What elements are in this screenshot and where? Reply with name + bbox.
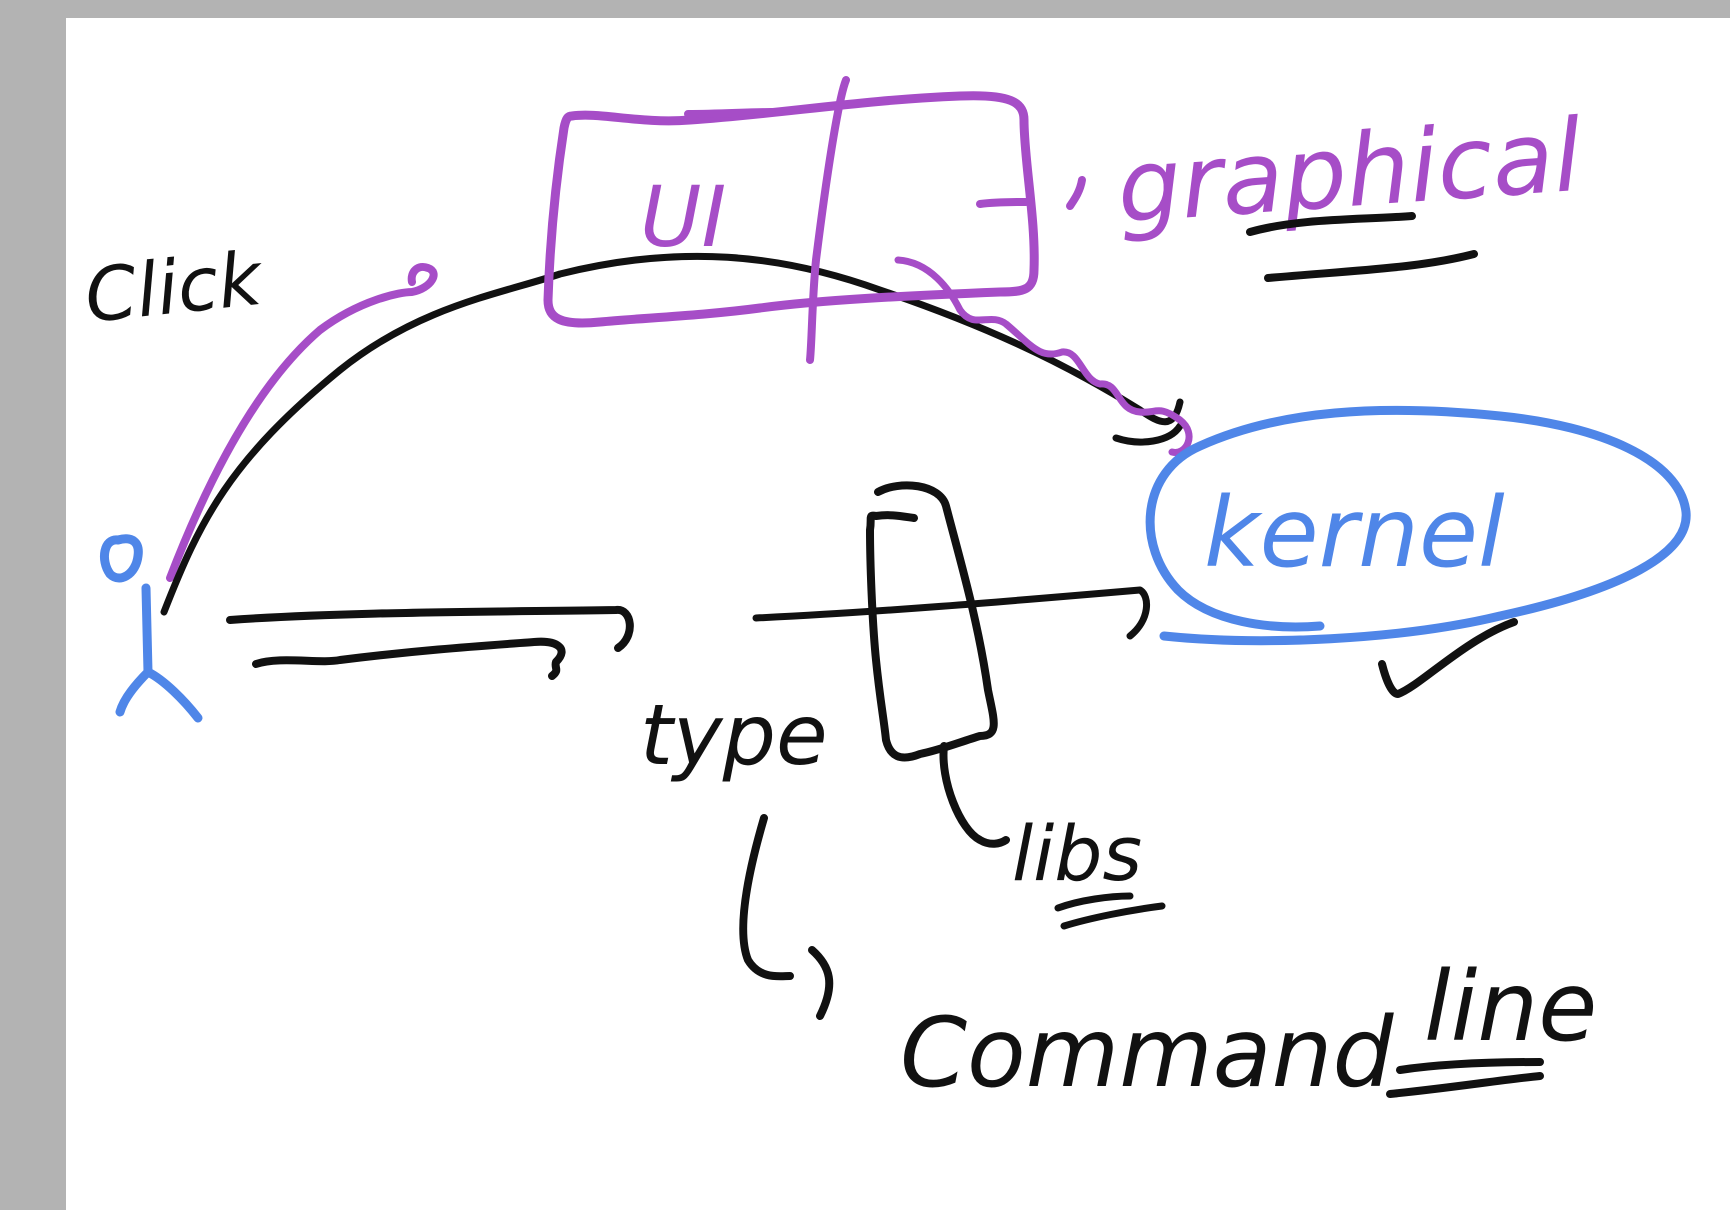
- type-arrow: [226, 586, 1151, 680]
- line-label: line: [1424, 951, 1597, 1063]
- libs-leader: [939, 742, 1010, 848]
- libs-cylinder: libs: [866, 481, 1166, 930]
- kernel-ellipse: kernel: [1145, 405, 1691, 646]
- ui-box: UI: [543, 76, 1039, 364]
- graphical-label: graphical: [1114, 97, 1586, 246]
- click-arc-to-kernel: [160, 252, 1184, 616]
- click-arc-purple: [166, 263, 438, 582]
- ui-box-divider: [806, 76, 850, 364]
- graphical-underline-2: [1264, 250, 1478, 282]
- libs-underline: [1054, 892, 1166, 930]
- ui-box-right-tick: [976, 198, 1030, 208]
- type-arrow-line-2: [252, 637, 566, 680]
- user-stick-figure: [99, 534, 203, 723]
- command-line-leader: [739, 814, 834, 1020]
- type-arrow-line-1: [226, 606, 634, 652]
- ui-label: UI: [640, 168, 726, 266]
- graphical-underline-1: [1246, 212, 1416, 236]
- user-head: [99, 534, 143, 583]
- graphical-tick: [1066, 176, 1086, 210]
- ui-box-top-stroke: [684, 108, 776, 118]
- command-label: Command: [900, 997, 1394, 1109]
- libs-label: libs: [1012, 809, 1142, 898]
- checkmark: [1378, 618, 1518, 698]
- type-label: type: [640, 686, 828, 784]
- user-body: [115, 583, 203, 723]
- ui-box-outline: [543, 91, 1039, 328]
- click-label: Click: [81, 236, 268, 340]
- kernel-outline: [1145, 405, 1691, 646]
- type-arrow-line-3: [752, 586, 1151, 640]
- line-underline: [1386, 1058, 1544, 1098]
- ui-to-kernel-squiggle: [894, 256, 1193, 456]
- kernel-label: kernel: [1204, 477, 1505, 589]
- libs-outline: [866, 481, 998, 762]
